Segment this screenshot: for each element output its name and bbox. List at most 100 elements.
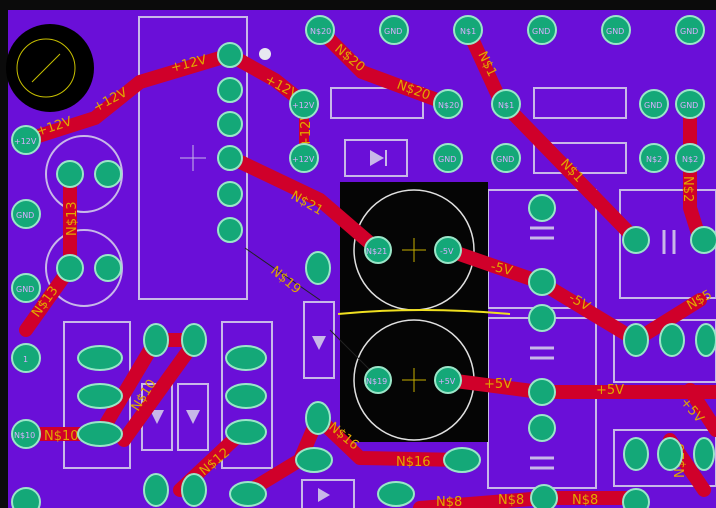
pad[interactable] — [181, 473, 207, 507]
pad[interactable] — [675, 15, 705, 45]
pad-label: GND — [606, 27, 624, 36]
pad[interactable] — [622, 226, 650, 254]
pad-label: N$20 — [310, 27, 331, 36]
pad[interactable] — [433, 143, 463, 173]
pad-label: N$2 — [682, 155, 698, 164]
pads-row-2: +12V N$20 N$1 GND GND — [289, 89, 705, 119]
pad[interactable] — [77, 345, 123, 371]
pad[interactable] — [528, 414, 556, 442]
pad[interactable] — [639, 89, 669, 119]
pad[interactable] — [434, 366, 462, 394]
pad-label: GND — [496, 155, 514, 164]
pad[interactable] — [11, 419, 41, 449]
net-label: N$8 — [436, 495, 462, 508]
pad[interactable] — [453, 15, 483, 45]
net-label: N$8 — [498, 493, 524, 508]
pad[interactable] — [695, 323, 716, 357]
pad[interactable] — [217, 111, 243, 137]
pad[interactable] — [377, 481, 415, 507]
pad[interactable] — [364, 236, 392, 264]
pad[interactable] — [491, 89, 521, 119]
pad[interactable] — [379, 15, 409, 45]
pad[interactable] — [433, 89, 463, 119]
pad[interactable] — [295, 447, 333, 473]
net-label: N$2 — [680, 176, 695, 202]
diode-d5-icon — [318, 488, 330, 502]
pad[interactable] — [225, 419, 267, 445]
pad[interactable] — [364, 366, 392, 394]
pad[interactable] — [690, 226, 716, 254]
pad[interactable] — [623, 437, 649, 471]
pad[interactable] — [443, 447, 481, 473]
pad[interactable] — [530, 484, 558, 508]
pad-label: GND — [16, 211, 34, 220]
pad[interactable] — [11, 199, 41, 229]
pad[interactable] — [675, 143, 705, 173]
pad[interactable] — [623, 323, 649, 357]
diode-d4-icon — [312, 336, 326, 350]
pad[interactable] — [622, 488, 650, 508]
pad[interactable] — [217, 181, 243, 207]
pads-row-3: +12V GND GND N$2 N$2 — [289, 143, 705, 173]
pad-label: +5V — [438, 377, 456, 386]
pad[interactable] — [217, 145, 243, 171]
pad[interactable] — [528, 268, 556, 296]
pad[interactable] — [11, 125, 41, 155]
pad[interactable] — [289, 143, 319, 173]
trace-n16 — [311, 411, 469, 467]
pad[interactable] — [143, 473, 169, 507]
pad[interactable] — [527, 15, 557, 45]
pad[interactable] — [639, 143, 669, 173]
pad[interactable] — [217, 77, 243, 103]
pad-label: GND — [680, 101, 698, 110]
pad[interactable] — [56, 160, 84, 188]
net-label: -5V — [489, 259, 514, 279]
cap-right-outline — [619, 189, 716, 299]
yellow-mark-line — [337, 309, 511, 315]
pad[interactable] — [143, 323, 169, 357]
net-label: N$8 — [572, 493, 598, 508]
pad[interactable] — [77, 421, 123, 447]
mounting-hole — [6, 24, 94, 112]
diode-d1-outline — [344, 139, 408, 177]
net-label: +5V — [596, 383, 624, 398]
pad[interactable] — [217, 42, 243, 68]
pad[interactable] — [77, 383, 123, 409]
pad[interactable] — [434, 236, 462, 264]
resistor-r2 — [533, 87, 627, 119]
pad[interactable] — [528, 194, 556, 222]
pad[interactable] — [675, 89, 705, 119]
pad-label: -5V — [440, 247, 454, 256]
pad[interactable] — [659, 323, 685, 357]
pad[interactable] — [94, 254, 122, 282]
pad[interactable] — [11, 487, 41, 508]
pad[interactable] — [229, 481, 267, 507]
pad[interactable] — [94, 160, 122, 188]
pad[interactable] — [528, 304, 556, 332]
pad[interactable] — [491, 143, 521, 173]
pad[interactable] — [289, 89, 319, 119]
pad-label: N$19 — [366, 377, 387, 386]
pad[interactable] — [225, 345, 267, 371]
pad-label: N$10 — [14, 431, 35, 440]
pad[interactable] — [657, 437, 683, 471]
pad-label: GND — [680, 27, 698, 36]
pad[interactable] — [11, 273, 41, 303]
pad[interactable] — [693, 437, 715, 471]
diode-d5-outline — [301, 479, 355, 508]
net-label: +5V — [484, 377, 512, 392]
pad-label: GND — [644, 101, 662, 110]
pad[interactable] — [181, 323, 207, 357]
pad[interactable] — [305, 401, 331, 435]
pad[interactable] — [601, 15, 631, 45]
net-label: N$13 — [65, 201, 80, 236]
pad[interactable] — [528, 378, 556, 406]
pad[interactable] — [11, 343, 41, 373]
pad[interactable] — [225, 383, 267, 409]
pad[interactable] — [217, 217, 243, 243]
pad[interactable] — [56, 254, 84, 282]
pad[interactable] — [305, 251, 331, 285]
pads-right — [528, 194, 716, 508]
pad[interactable] — [305, 15, 335, 45]
net-label: N$10 — [44, 429, 79, 444]
